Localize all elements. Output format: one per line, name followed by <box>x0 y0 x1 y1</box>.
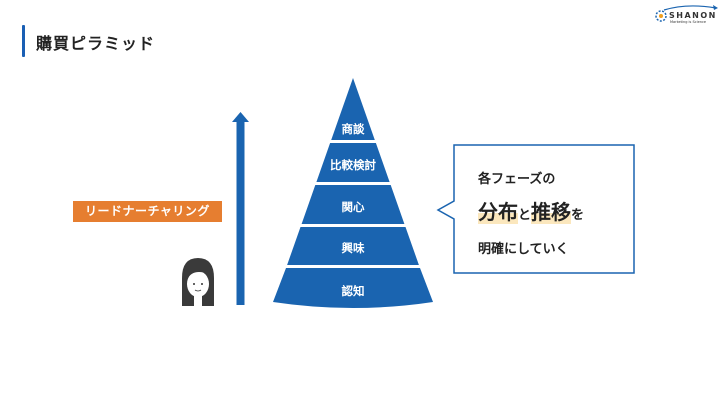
pyramid-layer-3 <box>301 185 405 224</box>
page-title: 購買ピラミッド <box>36 34 156 53</box>
pyramid-layer-1 <box>331 78 375 140</box>
suffix-text: を <box>571 208 585 223</box>
callout-line1: 各フェーズの <box>478 172 556 187</box>
shanon-logo: SHANON Marketing is Science <box>652 4 718 26</box>
layer-label-interest: 関心 <box>341 200 365 214</box>
title-accent-bar <box>22 25 25 57</box>
pyramid-layer-4 <box>287 227 419 265</box>
logo-mark-icon <box>655 5 718 22</box>
layer-label-comparison: 比較検討 <box>330 158 376 172</box>
up-arrow-icon <box>232 112 249 305</box>
connector-text: と <box>518 208 532 223</box>
layer-label-awareness: 認知 <box>341 284 365 298</box>
pyramid-layer-5 <box>273 268 433 308</box>
layer-label-negotiation: 商談 <box>341 122 365 136</box>
person-avatar-icon <box>182 258 214 306</box>
callout-line2: 分布と推移を <box>478 196 584 225</box>
layer-label-curiosity: 興味 <box>341 241 365 255</box>
highlight-transition: 推移 <box>531 200 572 224</box>
callout-line3: 明確にしていく <box>478 242 569 257</box>
lead-nurturing-label: リードナーチャリング <box>73 201 222 222</box>
logo-tagline: Marketing is Science <box>670 20 707 24</box>
logo-brand: SHANON <box>669 11 717 20</box>
highlight-distribution: 分布 <box>478 200 518 224</box>
pyramid-layer-2 <box>316 143 390 182</box>
